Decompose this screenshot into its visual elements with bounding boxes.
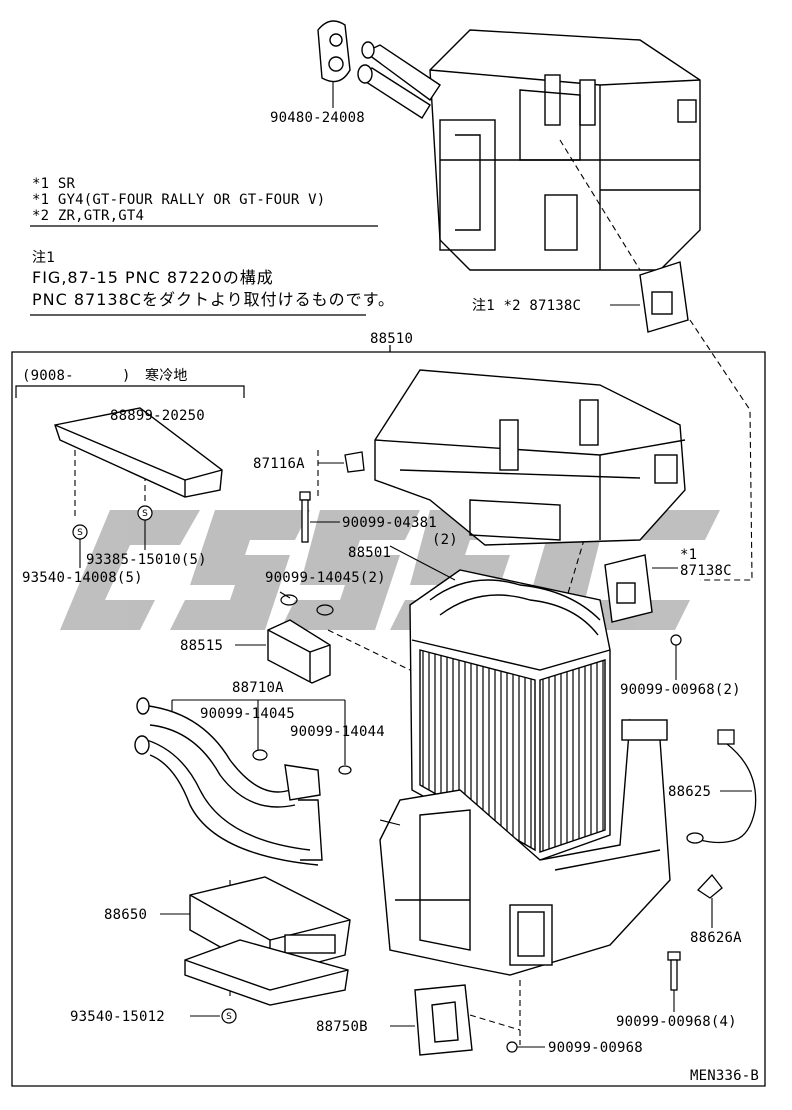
top-unit-housing (429, 29, 701, 271)
jp-note-line-2: PNC 87138Cをダクトより取付けるものです。 (32, 290, 396, 309)
cold-region-range-close: ) (122, 368, 131, 384)
bracket-87138c-top (639, 261, 689, 333)
jp-note-title: 注1 (32, 250, 56, 266)
jp-note-line-1: FIG,87-15 PNC 87220の構成 (32, 268, 274, 287)
part-88710a[interactable]: 88710A (232, 680, 284, 696)
part-90099-00968-2[interactable]: 90099-00968(2) (620, 682, 741, 698)
note-underlines (30, 225, 378, 316)
88710a-leader (171, 699, 346, 765)
cold-region-label: 寒冷地 (145, 368, 188, 384)
part-88626a[interactable]: 88626A (690, 930, 742, 946)
part-88625[interactable]: 88625 (668, 784, 712, 800)
svg-text:S: S (142, 509, 148, 519)
svg-text:S: S (226, 1012, 232, 1022)
note-line-2: *1 GY4(GT-FOUR RALLY OR GT-FOUR V) (32, 192, 326, 208)
upper-case-housing (374, 369, 686, 546)
dashed-leaders (74, 139, 753, 1045)
part-87116a[interactable]: 87116A (253, 456, 305, 472)
part-93540-15012[interactable]: 93540-15012 (70, 1009, 165, 1025)
screw-letters: S S S (77, 509, 232, 1022)
bracket-87138c-mid (604, 554, 653, 623)
part-90099-00968-4[interactable]: 90099-00968(4) (616, 1014, 737, 1030)
top-pipes (357, 41, 441, 119)
cold-region-bracket (15, 385, 245, 398)
grommet-90480 (317, 20, 351, 83)
part-88650[interactable]: 88650 (104, 907, 148, 923)
part-90099-14045-2[interactable]: 90099-14045(2) (265, 570, 386, 586)
tray-88899 (54, 407, 223, 498)
cold-region-range: (9008- (22, 368, 74, 384)
part-90099-14045[interactable]: 90099-14045 (200, 706, 295, 722)
part-90480-24008[interactable]: 90480-24008 (270, 110, 365, 126)
part-93385-15010[interactable]: 93385-15010(5) (86, 552, 207, 568)
part-87138c-mid-note: *1 (680, 547, 698, 563)
screw-00968-2 (670, 634, 682, 646)
part-88510[interactable]: 88510 (370, 331, 414, 347)
screw-symbols (72, 505, 237, 1024)
figure-code: MEN336-B (690, 1068, 760, 1084)
part-90099-00968[interactable]: 90099-00968 (548, 1040, 643, 1056)
part-88515[interactable]: 88515 (180, 638, 224, 654)
part-88750b[interactable]: 88750B (316, 1019, 368, 1035)
clip-88626a (697, 873, 723, 899)
part-93540-14008[interactable]: 93540-14008(5) (22, 570, 143, 586)
misc-leaders (279, 545, 456, 826)
bolt-90099-04381 (299, 491, 311, 543)
part-87138c-mid[interactable]: 87138C (680, 563, 732, 579)
pipe-88710a (134, 697, 323, 866)
screw-00968 (506, 1041, 518, 1053)
svg-text:S: S (77, 528, 83, 538)
sensor-88625 (686, 729, 757, 844)
expansion-valve-88515 (267, 619, 331, 684)
note-line-1: *1 SR (32, 176, 76, 192)
part-90099-04381[interactable]: 90099-04381 (342, 515, 437, 531)
part-90099-14044[interactable]: 90099-14044 (290, 724, 385, 740)
assembly-frame (11, 345, 766, 1087)
o-rings (252, 594, 352, 775)
bracket-88750b (414, 984, 473, 1056)
clip-87116a (344, 451, 365, 473)
screw-00968-4 (667, 951, 681, 991)
note-line-3: *2 ZR,GTR,GT4 (32, 208, 145, 224)
part-90099-04381-qty: (2) (432, 532, 458, 548)
lower-case-housing (379, 718, 671, 976)
amplifier-pad (184, 939, 349, 1006)
part-88899-20250[interactable]: 88899-20250 (110, 408, 205, 424)
part-88501[interactable]: 88501 (348, 545, 392, 561)
part-87138c-top[interactable]: 注1 *2 87138C (472, 298, 582, 314)
